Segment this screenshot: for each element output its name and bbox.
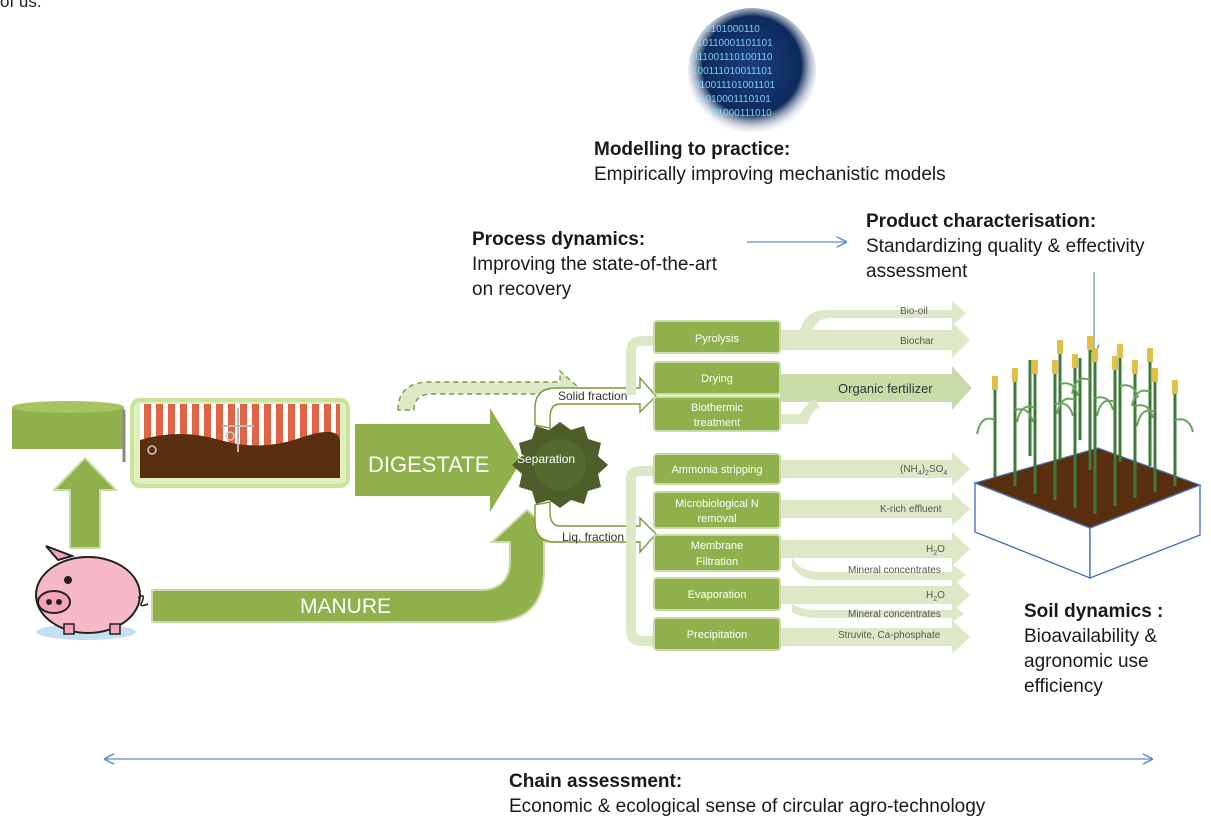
mineral-concentrates-label-2: Mineral concentrates [848,609,941,620]
solid-branch-trunk [626,336,655,395]
process-box-membrane [653,534,781,572]
process-box-precipitation [653,617,781,651]
process-title: Process dynamics: [472,229,646,250]
mineral-concentrates-label-1: Mineral concentrates [848,565,941,576]
chain-subtitle: Economic & ecological sense of circular … [509,796,986,817]
solid-output-arrows [780,301,972,424]
water-label-1: H2O [926,544,945,557]
liquid-fraction-label: Liq. fraction [562,530,624,544]
solid-fraction-label: Solid fraction [558,389,627,403]
process-subtitle-line1: Improving the state-of-the-art [472,254,717,275]
solid-process-boxes: Pyrolysis Drying Biothermic treatment [653,320,781,432]
svg-text:01000111010: 01000111010 [712,108,772,119]
chain-block: Chain assessment: Economic & ecological … [509,770,985,819]
binary-globe-icon: 0101000110 10110001101101 01100111010011… [688,8,816,136]
product-block: Product characterisation: Standardizing … [866,210,1144,284]
soil-line2: agronomic use [1024,651,1149,672]
bio-oil-label: Bio-oil [900,306,928,317]
organic-fertilizer-label: Organic fertilizer [838,381,933,396]
modelling-block: Modelling to practice: Empirically impro… [594,138,946,187]
process-label-drying: Drying [701,373,733,385]
process-label-micro-2: removal [697,513,736,525]
separation-label: Separation [517,452,575,466]
modelling-title: Modelling to practice: [594,139,791,160]
solid-fraction-arrow [534,376,657,429]
digestate-label: DIGESTATE [368,452,489,477]
process-box-biothermic [653,396,781,432]
liquid-fraction-arrow [534,501,657,554]
process-block: Process dynamics: Improving the state-of… [472,228,717,302]
soil-line1: Bioavailability & [1024,626,1158,647]
clipped-caption-text: of us. [0,0,42,11]
process-subtitle-line2: on recovery [472,279,572,300]
soil-line3: efficiency [1024,676,1103,697]
svg-text:011001110100110: 011001110100110 [692,52,773,63]
manure-label: MANURE [300,595,391,618]
process-label-membrane-1: Membrane [691,540,744,552]
biogas-digester-icon [12,398,350,488]
svg-text:10110001101101: 10110001101101 [697,38,773,49]
pig-to-digester-arrow [51,456,119,549]
svg-text:0101000110: 0101000110 [705,24,760,35]
process-label-ammonia: Ammonia stripping [671,464,762,476]
soil-title: Soil dynamics : [1024,601,1164,622]
ammonium-sulfate-label: (NH4)2SO4 [900,464,947,477]
pig-icon [35,545,149,640]
svg-text:010011101001101: 010011101001101 [694,80,776,91]
process-label-precipitation: Precipitation [687,629,748,641]
process-label-evaporation: Evaporation [688,589,747,601]
chain-title: Chain assessment: [509,771,683,792]
process-box-pyrolysis [653,320,781,354]
water-label-2: H2O [926,590,945,603]
process-label-membrane-2: Filtration [696,556,738,568]
corn-field-icon [973,336,1202,580]
process-box-evaporation [653,577,781,611]
process-label-biothermic-2: treatment [694,417,740,429]
svg-text:100111010011101: 100111010011101 [692,66,773,77]
liquid-process-boxes: Ammonia stripping Microbiological N remo… [653,453,781,651]
process-box-drying [653,361,781,395]
svg-text:1010001110101: 1010001110101 [700,94,771,105]
digestate-arrow [355,408,522,512]
liquid-branch-trunk [626,466,655,646]
soil-block: Soil dynamics : Bioavailability & agrono… [1024,600,1163,699]
gear-icon [512,422,608,508]
process-box-ammonia [653,453,781,485]
biochar-label: Biochar [900,336,935,347]
process-label-micro-1: Microbiological N [675,498,759,510]
liquid-output-arrows [780,452,970,654]
product-subtitle-line2: assessment [866,261,968,282]
process-label-pyrolysis: Pyrolysis [695,333,740,345]
process-box-micro [653,491,781,529]
struvite-label: Struvite, Ca-phosphate [838,630,941,641]
k-rich-effluent-label: K-rich effluent [880,504,942,515]
product-subtitle-line1: Standardizing quality & effectivity [866,236,1145,257]
process-label-biothermic-1: Biothermic [691,402,743,414]
modelling-subtitle: Empirically improving mechanistic models [594,164,946,185]
product-title: Product characterisation: [866,211,1097,232]
